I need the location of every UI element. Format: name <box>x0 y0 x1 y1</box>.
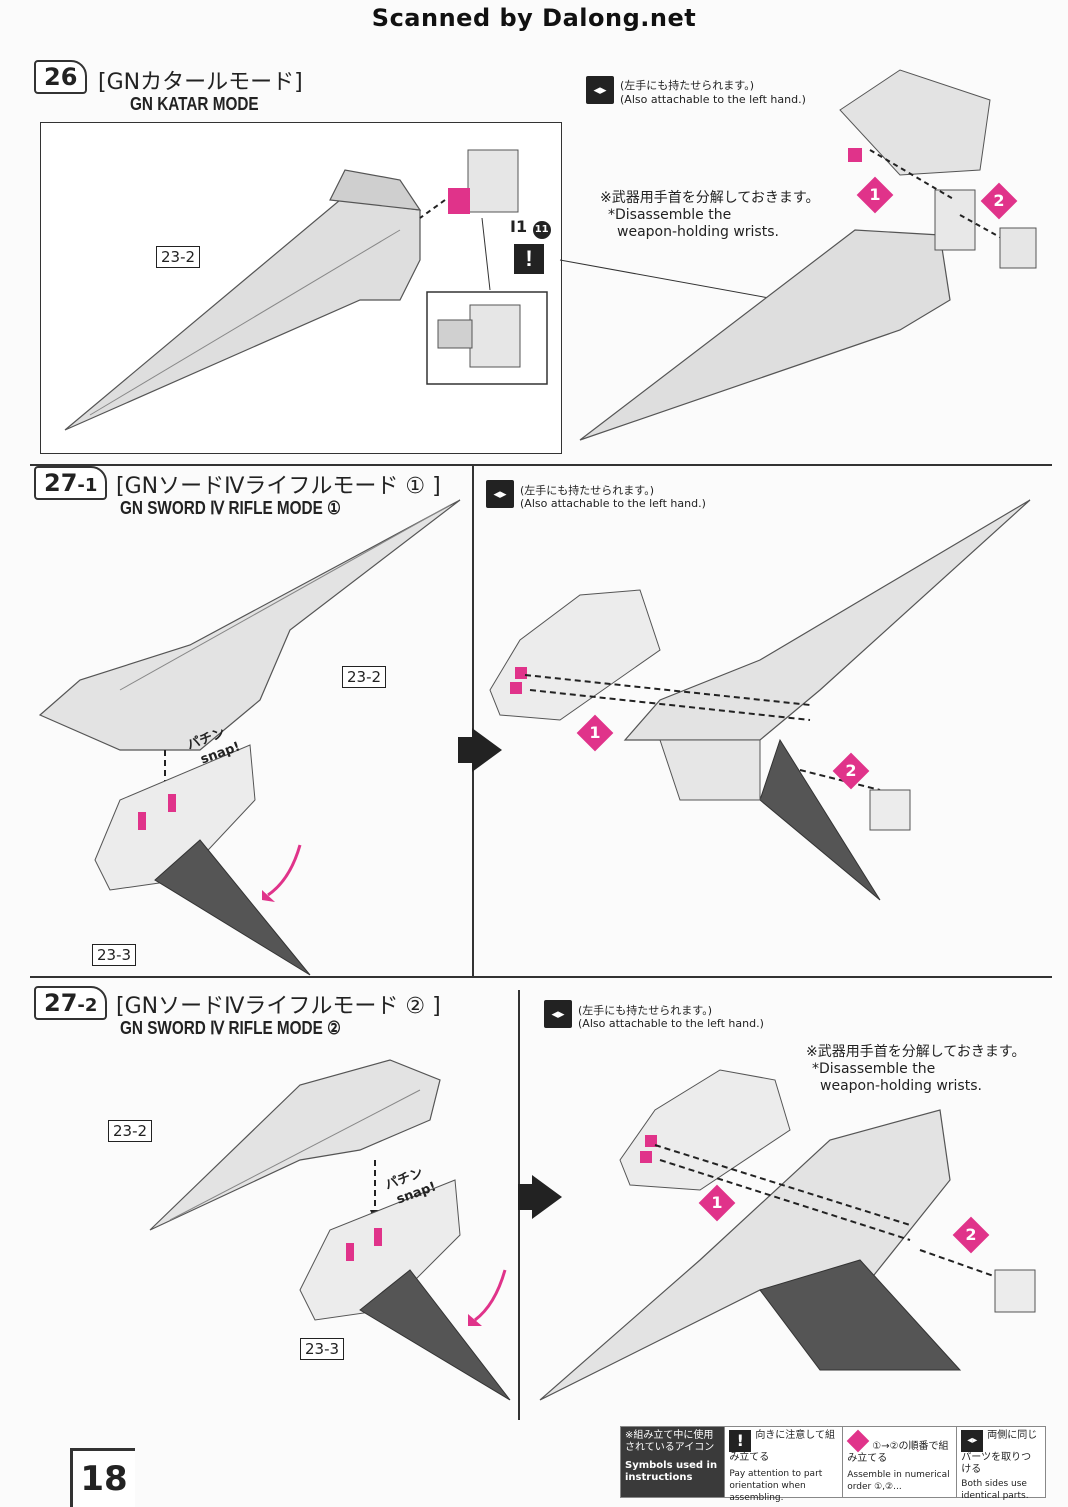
section-divider <box>30 464 1052 466</box>
legend-header-en: Symbols used in instructions <box>625 1460 718 1483</box>
grip-stand-left <box>94 744 311 976</box>
part-label-23-2: 23-2 <box>342 666 387 688</box>
order-badge-1: 1 <box>698 1184 736 1222</box>
legend-both-sides: ◂▸両側に同じパーツを取りつける Both sides use identica… <box>957 1427 1045 1501</box>
caution-icon: ! <box>729 1430 752 1452</box>
step-26-disassemble-en2: weapon-holding wrists. <box>617 224 779 240</box>
legend-orientation-jp: 向きに注意して組み立てる <box>729 1430 836 1463</box>
legend-header-jp: ※組み立て中に使用されているアイコン <box>625 1430 715 1453</box>
step-26-title-en: GN KATAR MODE <box>130 94 259 114</box>
step-26-lr-note-en: (Also attachable to the left hand.) <box>620 93 806 106</box>
rifle-blade-left-27-2 <box>149 1059 441 1231</box>
step-27-2-disassemble-en1: *Disassemble the <box>812 1061 936 1077</box>
left-right-icon: ◂▸ <box>544 1000 572 1028</box>
step-27-2-title-jp: [GNソードⅣライフルモード ② ] <box>116 994 441 1019</box>
part-label-23-3: 23-3 <box>300 1338 345 1360</box>
legend-order-en: Assemble in numerical order ①,②... <box>847 1470 950 1492</box>
caution-number-circle: 11 <box>532 221 551 239</box>
rifle-blade-right <box>623 499 1031 901</box>
step-26-disassemble-en1: *Disassemble the <box>608 207 732 223</box>
legend-order: ①→②の順番で組み立てる Assemble in numerical order… <box>843 1427 958 1497</box>
step-27-2-lr-note-en: (Also attachable to the left hand.) <box>578 1017 764 1030</box>
part-label-23-2: 23-2 <box>156 246 201 268</box>
hand-right-27-2 <box>619 1069 791 1191</box>
step-26-disassemble-jp: ※武器用手首を分解しておきます。 <box>600 190 820 206</box>
order-icon <box>846 1429 870 1453</box>
step-27-2-disassemble-en2: weapon-holding wrists. <box>820 1078 982 1094</box>
step-27-2-disassemble-jp: ※武器用手首を分解しておきます。 <box>806 1044 1026 1060</box>
next-arrow <box>518 1175 562 1219</box>
step-26-lr-note-jp: (左手にも持たせられます。) <box>620 79 754 92</box>
caution-ref: I1 11 <box>510 217 551 239</box>
legend-header: ※組み立て中に使用されているアイコン Symbols used in instr… <box>621 1427 726 1497</box>
step-27-1-number: 27-1 <box>34 466 108 500</box>
symbol-legend: ※組み立て中に使用されているアイコン Symbols used in instr… <box>620 1426 1046 1503</box>
katar-blade-left <box>64 169 422 431</box>
legend-orientation: !向きに注意して組み立てる Pay attention to part orie… <box>725 1427 844 1503</box>
rifle-blade-left <box>38 499 461 751</box>
step-27-1-lr-note-en: (Also attachable to the left hand.) <box>520 497 706 510</box>
step-27-2-number: 27-2 <box>34 986 108 1020</box>
grip-stand-left-27-2 <box>299 1179 511 1401</box>
caution-icon: ! <box>514 244 544 274</box>
step-27-2-lr-note-jp: (左手にも持たせられます。) <box>578 1004 712 1017</box>
section-divider <box>30 976 1052 978</box>
legend-both-sides-jp: 両側に同じパーツを取りつける <box>961 1430 1038 1475</box>
scan-watermark: Scanned by Dalong.net <box>371 4 697 32</box>
step-27-2-title-en: GN SWORD Ⅳ RIFLE MODE ② <box>120 1018 341 1038</box>
step-27-1-lr-note-jp: (左手にも持たせられます。) <box>520 484 654 497</box>
part-label-23-2: 23-2 <box>108 1120 153 1142</box>
legend-both-sides-en: Both sides use identical parts. <box>961 1479 1029 1501</box>
part-label-23-3: 23-3 <box>92 944 137 966</box>
panel-divider <box>472 466 474 976</box>
step-26-number: 26 <box>34 60 88 94</box>
step-26-title-jp: [GNカタールモード] <box>98 70 303 95</box>
legend-orientation-en: Pay attention to part orientation when a… <box>729 1469 823 1503</box>
grip-part <box>448 149 519 214</box>
left-right-icon: ◂▸ <box>486 480 514 508</box>
order-badge-2: 2 <box>952 1216 990 1254</box>
left-right-icon: ◂▸ <box>961 1430 984 1452</box>
page-number: 18 <box>70 1448 135 1507</box>
left-right-icon: ◂▸ <box>586 76 614 104</box>
hand-right-27-1 <box>489 589 661 721</box>
next-arrow <box>458 728 502 772</box>
rifle-blade-right-27-2 <box>539 1109 962 1401</box>
step-27-1-title-en: GN SWORD Ⅳ RIFLE MODE ① <box>120 498 341 518</box>
legend-order-jp: ①→②の順番で組み立てる <box>847 1441 949 1464</box>
step-27-1-title-jp: [GNソードⅣライフルモード ① ] <box>116 474 441 499</box>
